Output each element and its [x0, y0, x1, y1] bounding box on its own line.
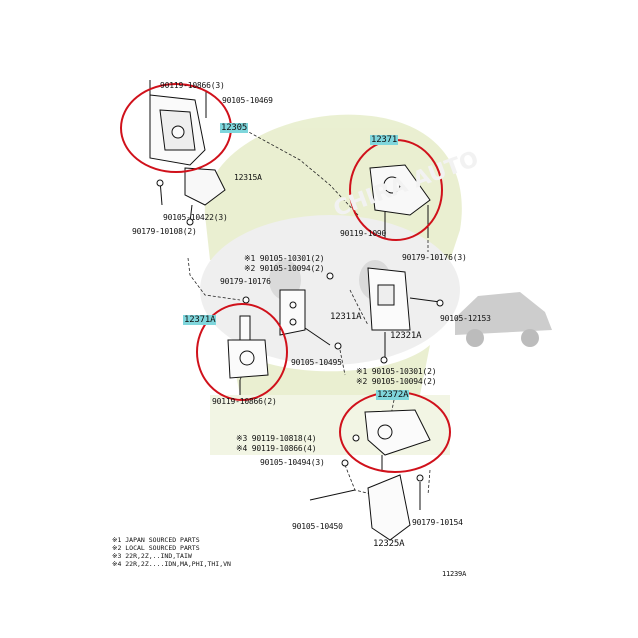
part-label: 90119-1090	[340, 229, 387, 238]
part-label: 12315A	[234, 173, 262, 182]
part-label: 90105-10450	[292, 522, 343, 531]
part-label: 12305	[220, 123, 249, 133]
mount-part-12305	[149, 80, 207, 166]
part-label: 90119-10866(2)	[212, 397, 277, 406]
part-label: 12311A	[330, 312, 362, 322]
part-label: ※2 90105-10094(2)	[244, 264, 325, 273]
bracket-middle	[279, 289, 331, 346]
part-label: 90179-10154	[412, 518, 463, 527]
part-label: 90105-10495	[291, 358, 342, 367]
part-label: 12371	[370, 135, 399, 145]
bracket-12325a	[309, 459, 424, 541]
figure-number: 11239A	[442, 570, 467, 578]
part-label: ※1 90105-10301(2)	[356, 367, 437, 376]
part-label: ※1 90105-10301(2)	[244, 254, 325, 263]
part-label: 12371A	[183, 315, 217, 325]
mount-part-12372a	[364, 409, 431, 470]
part-label: 12321A	[390, 331, 422, 341]
part-label: 12372A	[376, 390, 410, 400]
footnotes: ※1 JAPAN SOURCED PARTS ※2 LOCAL SOURCED …	[112, 536, 231, 568]
part-label: 90179-10176(3)	[402, 253, 467, 262]
footnote: ※1 JAPAN SOURCED PARTS	[112, 536, 200, 544]
part-label: 90105-10494(3)	[260, 458, 325, 467]
part-label: 12325A	[373, 539, 405, 549]
mount-part-12371a	[227, 315, 269, 395]
part-label: 90179-10108(2)	[132, 227, 197, 236]
footnote: ※4 22R,2Z....IDN,MA,PHI,THI,VN	[112, 560, 231, 568]
footnote: ※3 22R,2Z,..IND,TAIW	[112, 552, 192, 560]
mount-part-12371	[369, 164, 431, 238]
part-label: ※2 90105-10094(2)	[356, 377, 437, 386]
part-label: 90179-10176	[220, 277, 271, 286]
part-label: 90119-10866(3)	[160, 81, 225, 90]
bracket-12311a	[367, 267, 441, 360]
part-label: 90105-10469	[222, 96, 273, 105]
part-label: 90105-12153	[440, 314, 491, 323]
highlight-circle-bottom-left	[196, 303, 288, 401]
part-label: 90105-10422(3)	[163, 213, 228, 222]
part-label: ※3 90119-10818(4)	[236, 434, 317, 443]
bolt-icons	[156, 179, 444, 442]
car-icon	[455, 292, 552, 347]
footnote: ※2 LOCAL SOURCED PARTS	[112, 544, 200, 552]
part-label: ※4 90119-10866(4)	[236, 444, 317, 453]
